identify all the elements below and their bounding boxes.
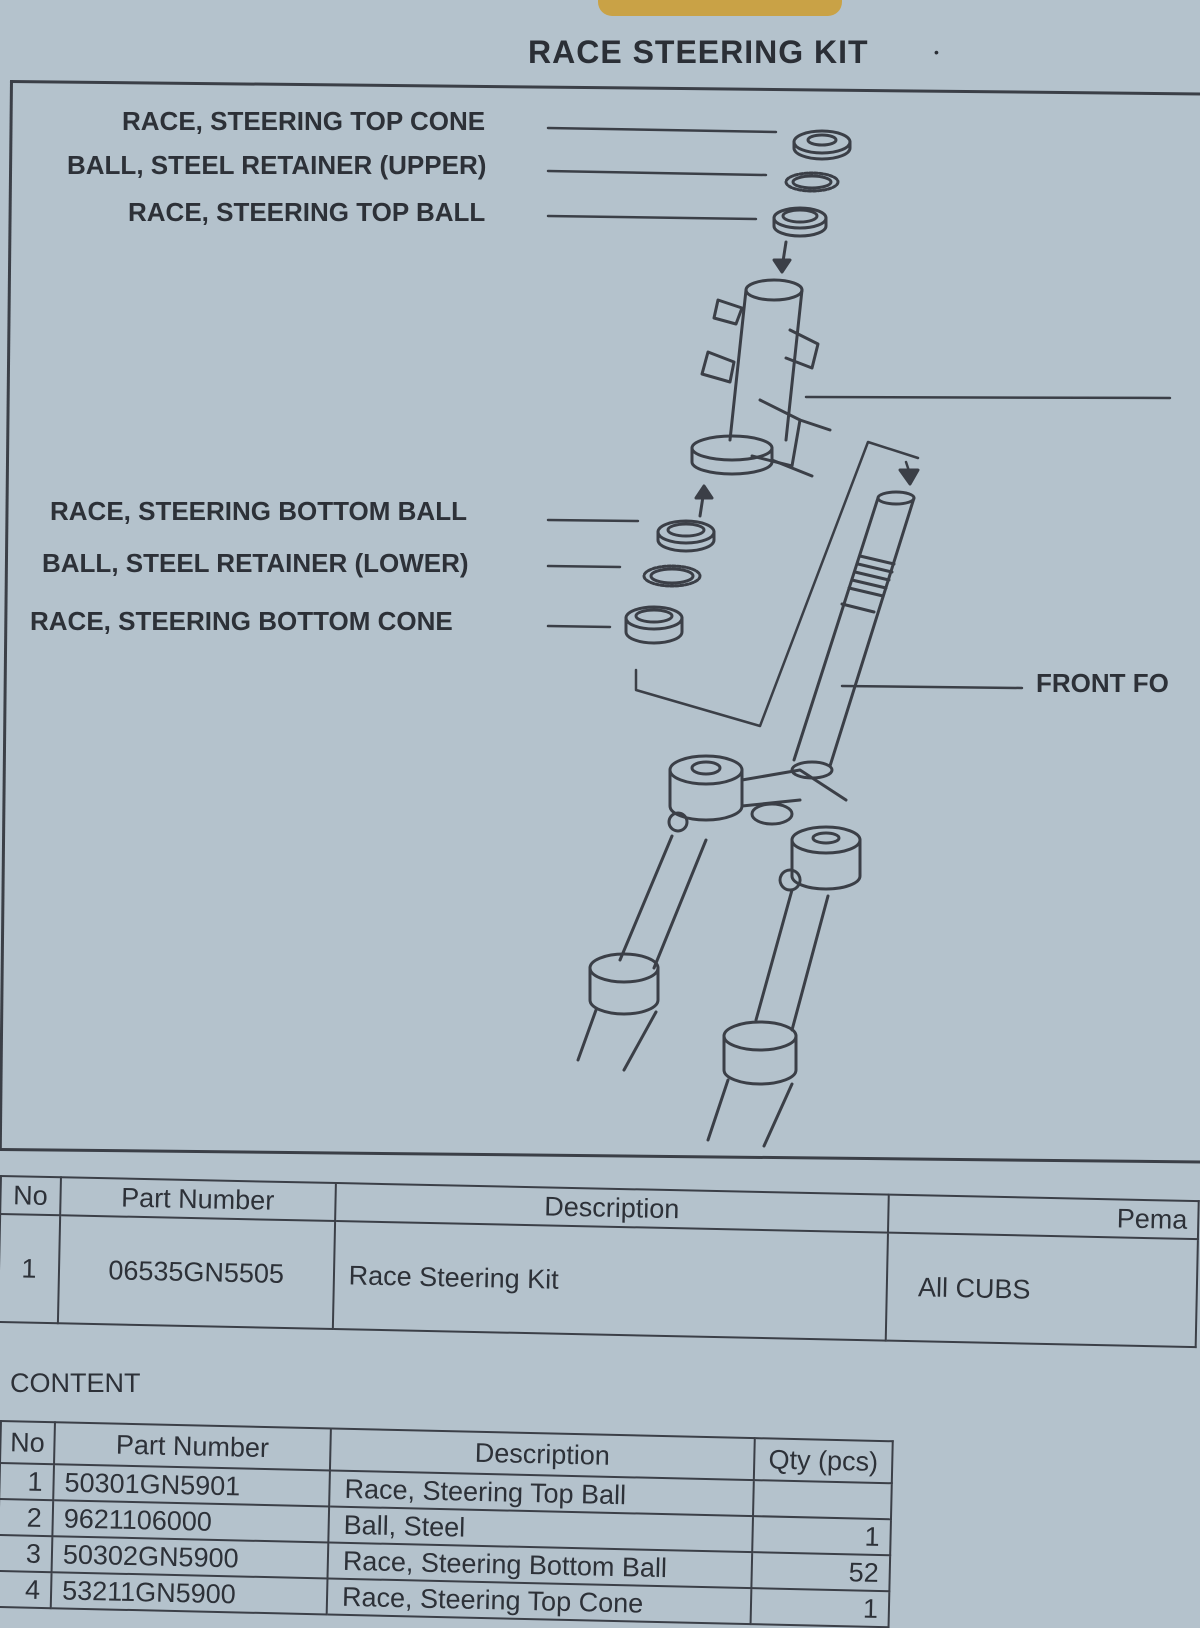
kit-cell-remark: All CUBS — [885, 1232, 1198, 1348]
steering-assembly-drawing — [546, 126, 1172, 1148]
label-top-ball: RACE, STEERING TOP BALL — [128, 197, 486, 227]
upper-retainer-ring — [784, 171, 840, 193]
kit-cell-part: 06535GN5505 — [57, 1215, 335, 1329]
content-col-no: No — [0, 1421, 55, 1465]
label-front-fork: FRONT FO — [1036, 668, 1169, 698]
fork-bottom-bridge — [667, 754, 862, 892]
kit-table: No Part Number Description Pema 1 06535G… — [0, 1175, 1200, 1348]
content-cell-qty: 1 — [752, 1516, 891, 1556]
content-cell-no: 2 — [0, 1499, 54, 1537]
leader-lines — [546, 126, 1172, 690]
title-dot: • — [934, 44, 939, 60]
kit-col-remark: Pema — [888, 1194, 1199, 1240]
content-cell-qty: 52 — [751, 1552, 891, 1592]
content-label: CONTENT — [10, 1368, 141, 1398]
content-cell-part: 53211GN5900 — [50, 1572, 328, 1615]
bottom-ball-ring — [656, 519, 716, 553]
label-upper-retainer: BALL, STEEL RETAINER (UPPER) — [67, 150, 487, 180]
label-bottom-ball: RACE, STEERING BOTTOM BALL — [50, 496, 467, 526]
content-cell-no: 1 — [0, 1463, 55, 1501]
content-cell-qty: 1 — [750, 1588, 890, 1628]
content-cell-part: 50301GN5901 — [53, 1464, 330, 1507]
label-lower-retainer: BALL, STEEL RETAINER (LOWER) — [42, 548, 469, 578]
label-top-cone: RACE, STEERING TOP CONE — [122, 106, 486, 136]
lower-retainer-ring — [642, 564, 702, 588]
content-col-part-number: Part Number — [54, 1422, 331, 1471]
kit-col-part-number: Part Number — [59, 1177, 336, 1222]
page-title: RACE STEERING KIT — [528, 34, 869, 70]
content-cell-qty — [753, 1480, 892, 1520]
kit-cell-desc: Race Steering Kit — [332, 1221, 889, 1341]
content-table: No Part Number Description Qty (pcs) 1 5… — [0, 1420, 894, 1628]
kit-col-no: No — [0, 1176, 61, 1216]
bottom-cone-ring — [624, 605, 684, 645]
steering-stem — [792, 490, 916, 768]
top-cone-ring — [792, 129, 852, 161]
frame-neck — [690, 278, 832, 478]
fork-legs — [576, 834, 830, 1148]
label-bottom-cone: RACE, STEERING BOTTOM CONE — [30, 606, 453, 636]
content-cell-part: 50302GN5900 — [51, 1536, 329, 1579]
content-cell-no: 3 — [0, 1534, 53, 1573]
top-ball-ring — [772, 206, 828, 238]
kit-cell-no: 1 — [0, 1214, 60, 1324]
content-cell-part: 9621106000 — [52, 1500, 330, 1543]
tab-notch — [598, 0, 842, 16]
content-col-qty: Qty (pcs) — [753, 1438, 893, 1484]
content-cell-no: 4 — [0, 1570, 52, 1609]
